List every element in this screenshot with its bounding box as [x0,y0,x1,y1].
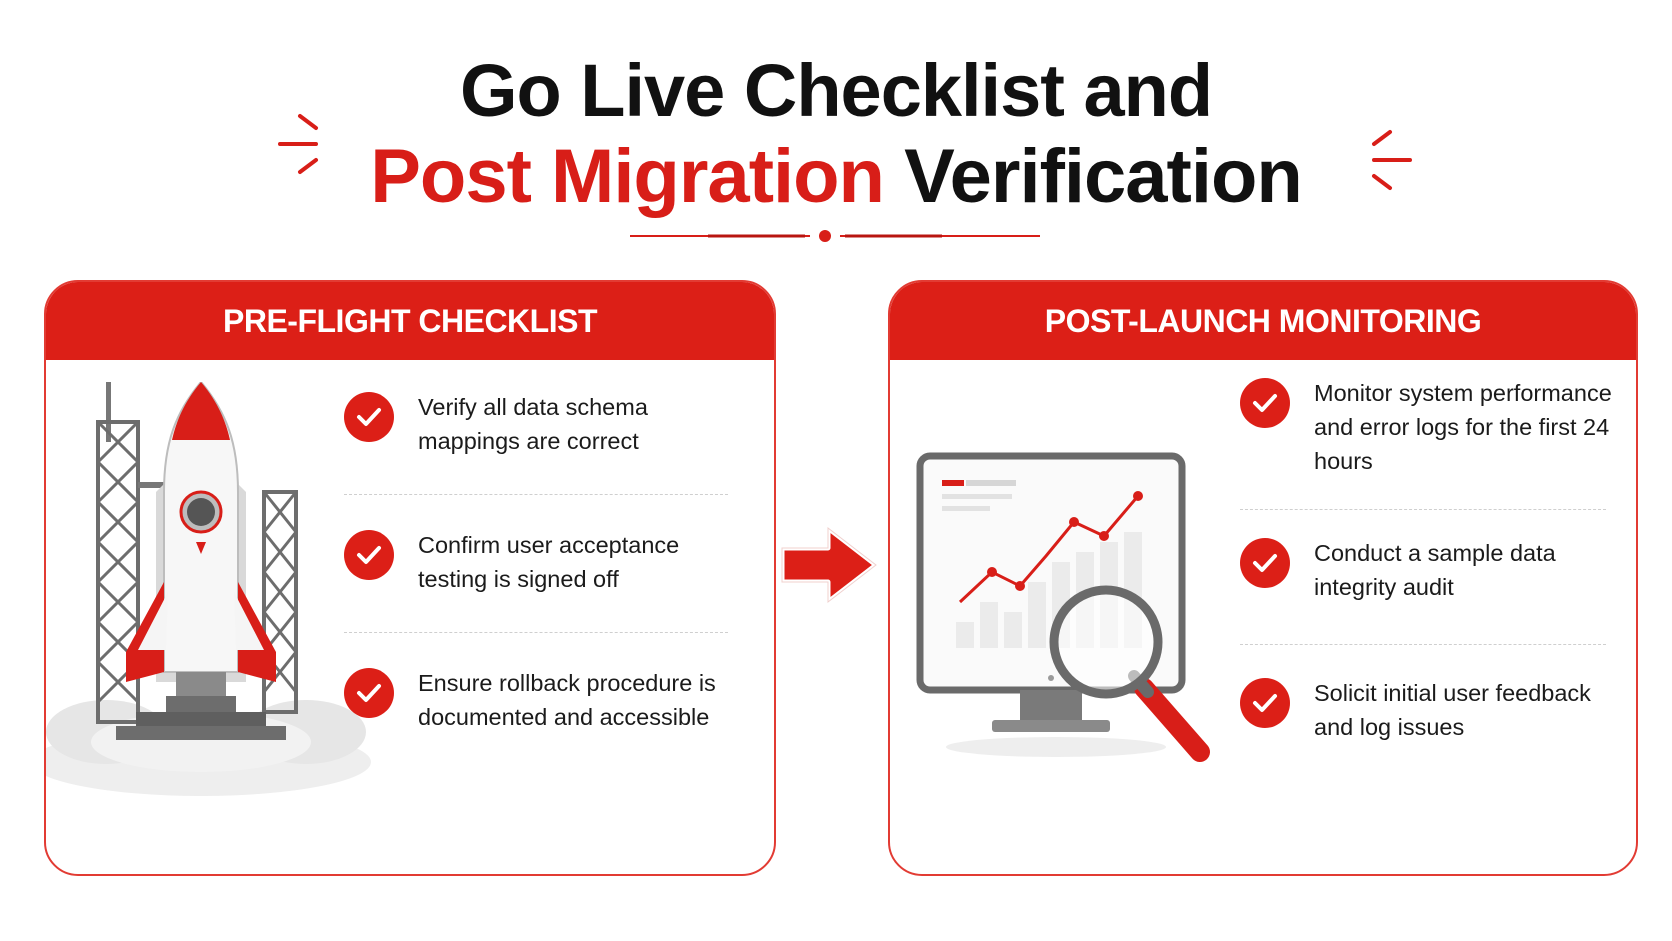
item-separator [344,494,728,495]
check-icon [1240,378,1290,428]
pre-flight-item: Ensure rollback procedure is documented … [344,666,724,734]
monitor-chart-magnifier-icon [916,452,1210,762]
title-highlight: Post Migration [370,134,885,219]
burst-left-icon [278,114,318,174]
title-divider [630,230,1040,242]
post-launch-card: POST-LAUNCH MONITORING Monitor syst [888,280,1638,876]
pre-flight-item: Confirm user acceptance testing is signe… [344,528,724,596]
check-icon [344,392,394,442]
check-icon [1240,678,1290,728]
pre-flight-card: PRE-FLIGHT CHECKLIST [44,280,776,876]
title-line-1: Go Live Checklist and [459,49,1213,132]
right-arrow-icon [779,525,879,605]
check-icon [1240,538,1290,588]
item-text: Monitor system performance and error log… [1314,380,1612,474]
rocket-launch-icon [46,382,371,796]
post-launch-header: POST-LAUNCH MONITORING [890,282,1636,360]
title-rest: Verification [904,134,1303,219]
item-separator [344,632,728,633]
item-text: Verify all data schema mappings are corr… [418,394,648,454]
item-text: Ensure rollback procedure is documented … [418,670,716,730]
check-icon [344,530,394,580]
item-text: Solicit initial user feedback and log is… [1314,680,1591,740]
post-launch-item: Monitor system performance and error log… [1240,376,1620,478]
page-title: Go Live Checklist and Post Migration Ver… [0,48,1672,220]
check-icon [344,668,394,718]
item-separator [1240,644,1606,645]
item-text: Conduct a sample data integrity audit [1314,540,1556,600]
item-text: Confirm user acceptance testing is signe… [418,532,680,592]
item-separator [1240,509,1606,510]
post-launch-item: Solicit initial user feedback and log is… [1240,676,1620,744]
burst-right-icon [1372,130,1412,190]
pre-flight-header: PRE-FLIGHT CHECKLIST [46,282,774,360]
title-line-2: Post Migration Verification [0,134,1672,220]
post-launch-item: Conduct a sample data integrity audit [1240,536,1620,604]
pre-flight-item: Verify all data schema mappings are corr… [344,390,724,458]
